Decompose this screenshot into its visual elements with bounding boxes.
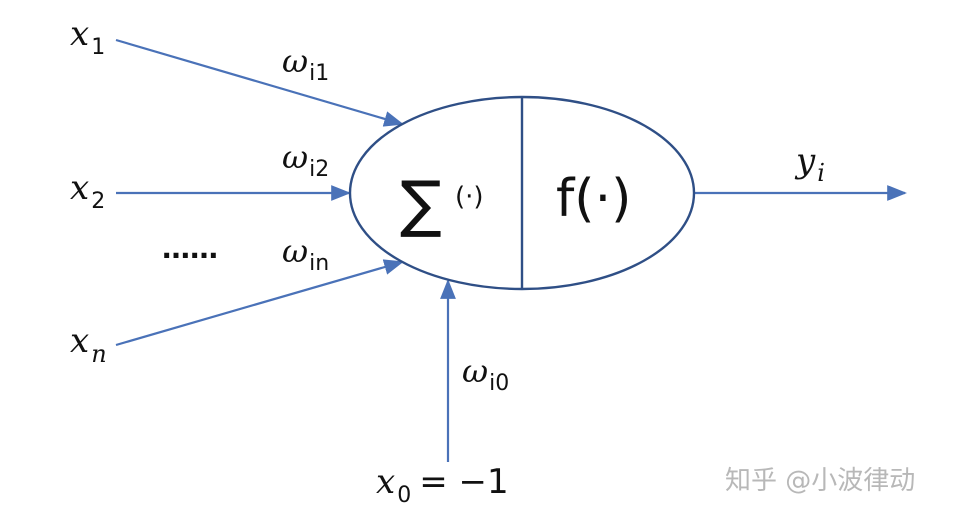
- activation-function: f(·): [556, 169, 631, 229]
- weight-w-i0: ωi0: [462, 352, 509, 396]
- input-xn: xn: [70, 321, 107, 368]
- output-y-i: yi: [794, 141, 825, 187]
- edge-x1: [115, 38, 404, 127]
- sum-symbol: ∑: [400, 167, 442, 240]
- sum-argument: (·): [455, 182, 484, 212]
- input-x1: x1: [70, 14, 105, 60]
- weight-w-in: ωin: [282, 232, 329, 276]
- watermark: 知乎 @小波律动: [725, 466, 916, 496]
- weight-w-i2: ωi2: [282, 138, 329, 182]
- input-x2: x2: [70, 168, 105, 214]
- input-ellipsis: ……: [162, 232, 218, 265]
- weight-w-i1: ωi1: [282, 42, 329, 86]
- edge-xn: [115, 259, 404, 347]
- input-x0: x0= −1: [376, 462, 509, 508]
